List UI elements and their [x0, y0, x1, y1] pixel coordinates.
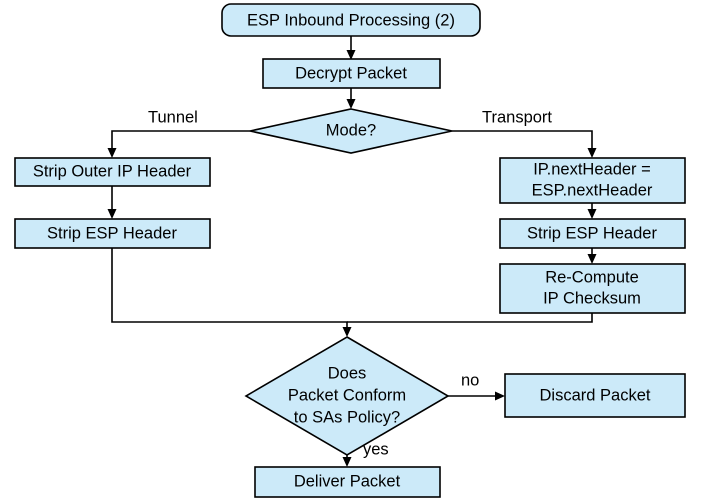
node-label-next-header-assign-line2: ESP.nextHeader [532, 181, 653, 199]
node-shape-rectangle [504, 373, 686, 418]
node-shape-diamond [249, 108, 453, 154]
arrow-head-icon [346, 50, 356, 60]
node-label-conform-line2: Packet Conform [288, 386, 406, 404]
edge-conform-to-discard: no [448, 371, 505, 401]
arrow-head-icon [587, 209, 597, 219]
edge-start-to-decrypt [346, 36, 356, 60]
node-strip-esp-header-tunnel[interactable]: Strip ESP Header [14, 218, 211, 249]
node-label-strip-esp-header-tunnel: Strip ESP Header [47, 224, 177, 242]
edge-line [452, 130, 593, 152]
edge-label-tunnel: Tunnel [148, 108, 198, 126]
node-shape-rounded-rectangle [221, 3, 481, 37]
edge-mode-to-strip-outer-ip: Tunnel [107, 108, 250, 158]
edge-label-transport: Transport [482, 108, 552, 126]
node-label-deliver-packet: Deliver Packet [294, 472, 401, 490]
node-decrypt-packet[interactable]: Decrypt Packet [262, 58, 441, 89]
edge-label-yes: yes [363, 440, 389, 458]
edge-line [111, 248, 348, 331]
node-label-strip-outer-ip-header: Strip Outer IP Header [33, 162, 192, 180]
arrow-head-icon [107, 209, 117, 219]
edge-conform-to-deliver: yes [342, 440, 389, 467]
edge-strip-esp-right-to-recompute [587, 248, 597, 264]
node-shape-rectangle [499, 263, 686, 314]
node-label-strip-esp-header-transport: Strip ESP Header [527, 224, 657, 242]
node-strip-outer-ip-header[interactable]: Strip Outer IP Header [14, 157, 211, 187]
node-label-start: ESP Inbound Processing (2) [247, 11, 455, 29]
edge-line [347, 313, 593, 323]
node-label-recompute-line2: IP Checksum [543, 289, 641, 307]
arrow-head-icon [587, 148, 597, 158]
node-deliver-packet[interactable]: Deliver Packet [254, 466, 441, 498]
node-label-decrypt-packet: Decrypt Packet [295, 64, 407, 82]
arrow-head-icon [346, 99, 356, 109]
arrow-head-icon [342, 327, 352, 337]
node-discard-packet[interactable]: Discard Packet [504, 373, 686, 418]
node-shape-rectangle [262, 58, 441, 89]
node-label-recompute-line1: Re-Compute [545, 268, 639, 286]
edge-strip-outer-ip-to-strip-esp-left [107, 186, 117, 219]
node-shape-rectangle [14, 218, 211, 249]
node-mode-decision[interactable]: Mode? [249, 108, 453, 154]
node-conform-decision[interactable]: Does Packet Conform to SAs Policy? [244, 336, 450, 456]
arrow-head-icon [587, 254, 597, 264]
node-label-discard-packet: Discard Packet [540, 386, 651, 404]
node-shape-rectangle [254, 466, 441, 498]
arrow-head-icon [107, 148, 117, 158]
node-label-next-header-assign-line1: IP.nextHeader = [533, 160, 651, 178]
edge-recompute-to-conform [347, 313, 593, 323]
node-next-header-assign[interactable]: IP.nextHeader = ESP.nextHeader [499, 157, 686, 204]
node-label-conform-line3: to SAs Policy? [294, 408, 400, 426]
arrow-head-icon [495, 391, 505, 401]
node-start[interactable]: ESP Inbound Processing (2) [221, 3, 481, 37]
edge-mode-to-next-header: Transport [452, 108, 597, 158]
node-shape-diamond [244, 336, 450, 456]
node-label-mode-decision: Mode? [326, 121, 376, 139]
edge-label-no: no [461, 371, 479, 389]
edge-decrypt-to-mode [346, 88, 356, 109]
edge-next-header-to-strip-esp-right [587, 203, 597, 219]
node-shape-rectangle [499, 157, 686, 204]
node-strip-esp-header-transport[interactable]: Strip ESP Header [499, 218, 686, 249]
edge-line [111, 130, 250, 152]
arrow-head-icon [342, 457, 352, 467]
node-shape-rectangle [499, 218, 686, 249]
edge-strip-esp-left-to-conform [111, 248, 352, 337]
node-label-conform-line1: Does [328, 364, 367, 382]
node-recompute-ip-checksum[interactable]: Re-Compute IP Checksum [499, 263, 686, 314]
node-shape-rectangle [14, 157, 211, 187]
